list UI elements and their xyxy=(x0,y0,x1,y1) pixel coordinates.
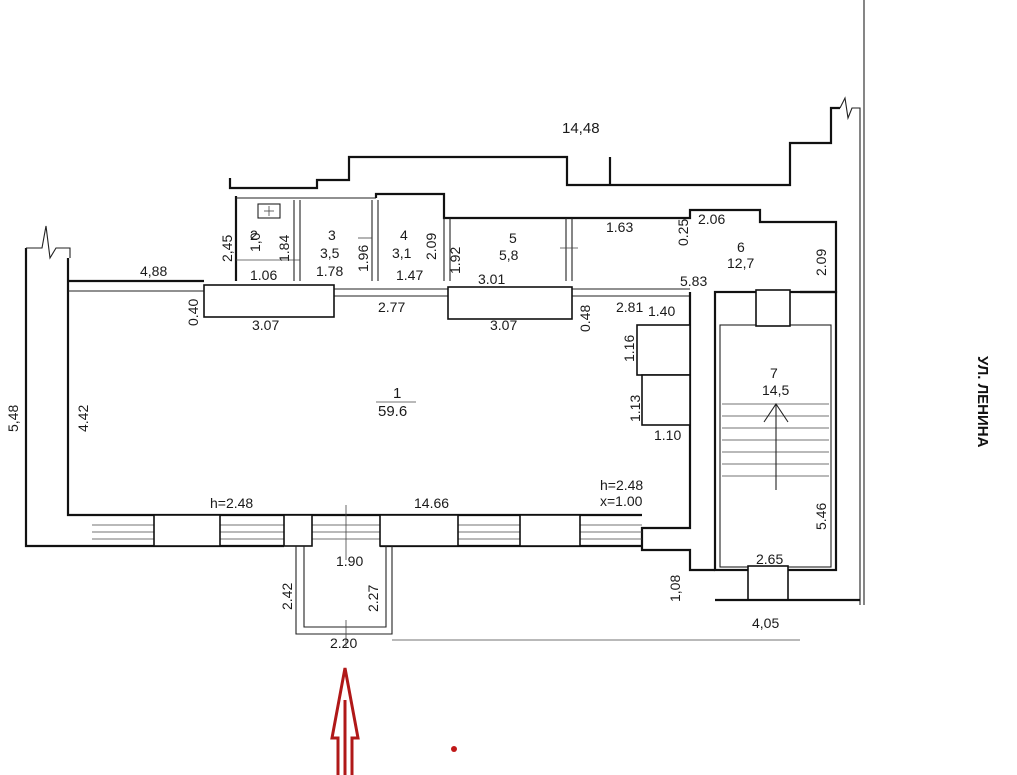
dim-1-63: 1.63 xyxy=(606,219,633,235)
closet-lower xyxy=(641,374,691,426)
dim-1-16: 1.16 xyxy=(621,335,637,362)
room-4-label: 4 3,1 xyxy=(392,227,412,261)
dim-0-25: 0.25 xyxy=(675,219,691,246)
svg-text:5: 5 xyxy=(509,230,517,246)
dim-1-06: 1.06 xyxy=(250,267,277,283)
dim-2-77: 2.77 xyxy=(378,299,405,315)
room-2-label: 2 1,0 xyxy=(247,227,263,252)
dim-1-96: 1.96 xyxy=(355,245,371,272)
pier-4 xyxy=(519,514,581,547)
dim-0-48: 0.48 xyxy=(577,305,593,332)
svg-text:3,5: 3,5 xyxy=(320,245,340,261)
dim-2-20: 2.20 xyxy=(330,635,357,651)
hall-east-wall xyxy=(640,292,715,572)
dim-2-45: 2,45 xyxy=(219,235,235,262)
dim-4-05: 4,05 xyxy=(752,615,779,631)
dim-2-06: 2.06 xyxy=(698,211,725,227)
svg-text:1: 1 xyxy=(393,385,401,402)
pier-1 xyxy=(153,514,221,547)
svg-text:6: 6 xyxy=(737,239,745,255)
street-label: УЛ. ЛЕНИНА xyxy=(974,356,991,448)
svg-text:3,1: 3,1 xyxy=(392,245,412,261)
room-1-label: 1 59.6 xyxy=(376,385,416,420)
dim-1-10: 1.10 xyxy=(654,427,681,443)
partition-block-right xyxy=(447,286,573,320)
dim-1-92: 1.92 xyxy=(447,247,463,274)
west-break-mark xyxy=(26,225,71,260)
svg-text:14,5: 14,5 xyxy=(762,382,789,398)
dim-4-88: 4,88 xyxy=(140,263,167,279)
dim-2-27: 2.27 xyxy=(365,585,381,612)
pier-3 xyxy=(379,514,459,547)
room-6-label: 6 12,7 xyxy=(727,239,754,271)
dim-0-40: 0.40 xyxy=(185,299,201,326)
dim-3-07b: 3.07 xyxy=(490,317,517,333)
dim-4-42: 4.42 xyxy=(75,405,91,432)
red-dot-marker xyxy=(451,746,457,752)
closet-upper xyxy=(636,324,691,376)
west-outer-wall xyxy=(24,248,92,548)
svg-text:1,0: 1,0 xyxy=(247,232,263,252)
dim-2-81: 2.81 xyxy=(616,299,643,315)
north-outer-wall xyxy=(228,106,840,190)
dim-5-83: 5.83 xyxy=(680,273,707,289)
dim-1-13: 1.13 xyxy=(627,395,643,422)
dim-5-48: 5,48 xyxy=(5,405,21,432)
dim-2-65: 2.65 xyxy=(756,551,783,567)
dim-1-84: 1.84 xyxy=(276,235,292,262)
svg-text:5,8: 5,8 xyxy=(499,247,519,263)
pier-2 xyxy=(283,514,313,547)
dim-2-42: 2.42 xyxy=(279,583,295,610)
dim-3-07a: 3.07 xyxy=(252,317,279,333)
room-5-label: 5 5,8 xyxy=(499,230,519,263)
dim-1-47: 1.47 xyxy=(396,267,423,283)
svg-text:12,7: 12,7 xyxy=(727,255,754,271)
svg-text:3: 3 xyxy=(328,227,336,243)
vestibule-walls xyxy=(295,546,393,635)
svg-text:7: 7 xyxy=(770,365,778,381)
partition-block-left xyxy=(203,284,335,318)
hall-west-wall xyxy=(66,258,92,517)
dim-2-09b: 2.09 xyxy=(813,249,829,276)
vestibule-inner-walls xyxy=(303,546,387,628)
svg-text:2: 2 xyxy=(250,227,258,243)
height-main: h=2.48 xyxy=(600,477,643,493)
svg-text:59.6: 59.6 xyxy=(378,403,407,420)
scale-label: x=1.00 xyxy=(600,493,643,509)
dim-1-78: 1.78 xyxy=(316,263,343,279)
dim-3-01: 3.01 xyxy=(478,271,505,287)
overall-width-label: 14,48 xyxy=(562,120,600,137)
dim-2-09a: 2.09 xyxy=(423,233,439,260)
dim-1-08: 1,08 xyxy=(667,575,683,602)
stair-direction-arrow xyxy=(763,403,789,423)
room4-walls xyxy=(374,192,838,294)
stair-door-bottom xyxy=(747,565,789,601)
height-left: h=2.48 xyxy=(210,495,253,511)
room-3-label: 3 3,5 xyxy=(320,227,340,261)
dim-5-46: 5.46 xyxy=(813,503,829,530)
svg-text:4: 4 xyxy=(400,227,408,243)
dim-1-40: 1.40 xyxy=(648,303,675,319)
entrance-arrow xyxy=(330,667,360,775)
room-7-label: 7 14,5 xyxy=(762,365,789,398)
stair-door-top xyxy=(755,289,791,327)
outer-break-marks-right xyxy=(839,96,861,605)
toilet-fixture xyxy=(257,203,281,219)
dim-14-66: 14.66 xyxy=(414,495,449,511)
dim-1-90: 1.90 xyxy=(336,553,363,569)
